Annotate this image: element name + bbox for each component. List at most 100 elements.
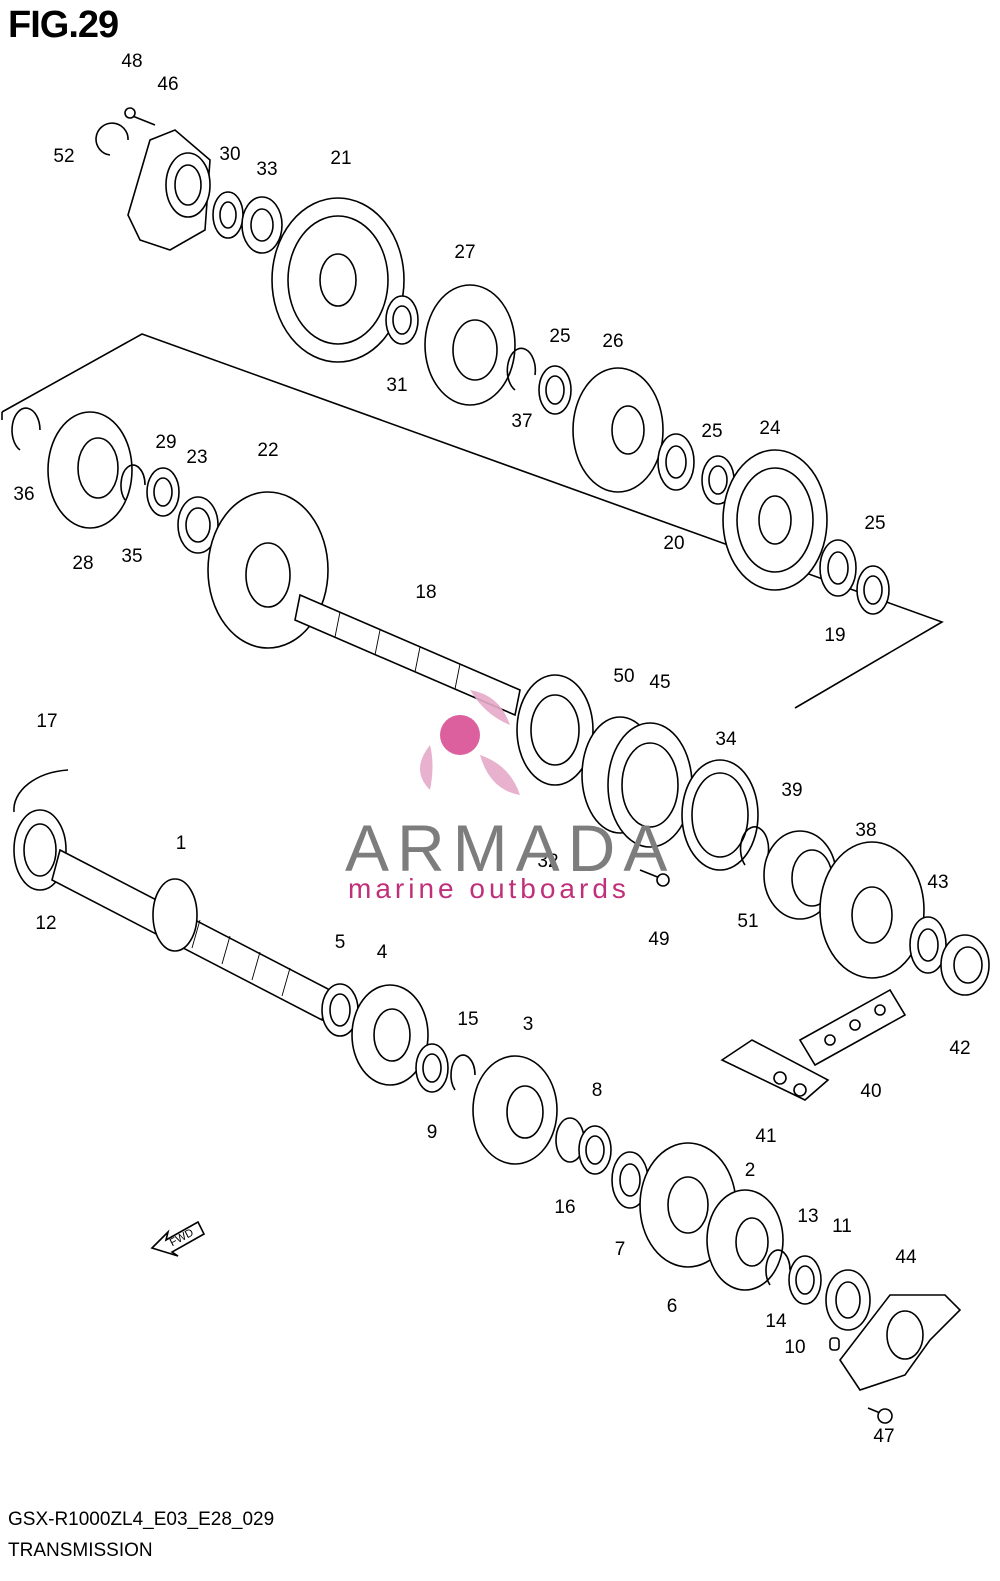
callout-23: 23 bbox=[186, 447, 207, 468]
sub-assembly-outline bbox=[1, 333, 944, 709]
callout-44: 44 bbox=[895, 1247, 917, 1268]
washer-25c bbox=[856, 565, 890, 615]
bearing-33 bbox=[241, 196, 283, 254]
callout-42: 42 bbox=[949, 1038, 970, 1059]
callout-9: 9 bbox=[427, 1122, 438, 1143]
callout-38: 38 bbox=[855, 820, 876, 841]
callout-46: 46 bbox=[157, 74, 178, 95]
armada-logo-icon bbox=[420, 690, 520, 795]
callout-28: 28 bbox=[72, 553, 93, 574]
washer-29 bbox=[146, 467, 180, 517]
callout-14: 14 bbox=[765, 1311, 787, 1332]
retainer-45 bbox=[607, 722, 693, 848]
bearing-20 bbox=[657, 433, 695, 491]
circlip-35 bbox=[120, 464, 146, 501]
callout-1: 1 bbox=[176, 833, 187, 854]
pin-10 bbox=[829, 1337, 840, 1351]
callout-29: 29 bbox=[155, 432, 176, 453]
gear-2 bbox=[706, 1189, 784, 1291]
circlip-37 bbox=[506, 347, 537, 391]
callout-52: 52 bbox=[53, 146, 74, 167]
callout-40: 40 bbox=[860, 1081, 881, 1102]
seal-12 bbox=[13, 809, 67, 891]
callout-36: 36 bbox=[13, 484, 34, 505]
countershaft-18 bbox=[294, 593, 521, 717]
oring-34 bbox=[681, 759, 759, 871]
screw-47 bbox=[867, 1407, 893, 1424]
washer-31 bbox=[385, 295, 419, 345]
callout-26: 26 bbox=[602, 331, 623, 352]
bearing-7 bbox=[611, 1151, 649, 1209]
callout-13: 13 bbox=[797, 1206, 818, 1227]
callout-33: 33 bbox=[256, 159, 277, 180]
gear-3 bbox=[472, 1055, 558, 1165]
callout-11: 11 bbox=[832, 1216, 852, 1237]
gear-4 bbox=[351, 984, 429, 1086]
washer-25b bbox=[701, 455, 735, 505]
washer-9 bbox=[415, 1043, 449, 1093]
circlip-15 bbox=[450, 1054, 476, 1091]
figure-title: TRANSMISSION bbox=[8, 1540, 153, 1561]
callout-8: 8 bbox=[592, 1080, 603, 1101]
callout-30: 30 bbox=[219, 144, 240, 165]
callout-34: 34 bbox=[715, 729, 737, 750]
callout-3: 3 bbox=[523, 1014, 534, 1035]
callout-49: 49 bbox=[648, 929, 669, 950]
callout-41: 41 bbox=[755, 1126, 776, 1147]
circlip-14 bbox=[765, 1249, 791, 1286]
callout-5: 5 bbox=[335, 932, 346, 953]
callout-4: 4 bbox=[377, 942, 388, 963]
callout-32: 32 bbox=[537, 851, 558, 872]
joint-41 bbox=[720, 1039, 830, 1101]
oring-51 bbox=[739, 826, 770, 866]
plate-44 bbox=[839, 1294, 962, 1391]
gear-27 bbox=[424, 284, 516, 406]
callout-19: 19 bbox=[824, 625, 845, 646]
callout-25: 25 bbox=[549, 326, 570, 347]
callout-2: 2 bbox=[745, 1160, 756, 1181]
sprocket-38 bbox=[819, 841, 925, 979]
driveshaft-1 bbox=[51, 848, 331, 1022]
callout-47: 47 bbox=[873, 1426, 894, 1447]
watermark-tagline: marine outboards bbox=[348, 873, 630, 904]
circlip-17 bbox=[13, 769, 69, 813]
gear-24 bbox=[722, 449, 828, 591]
callout-25: 25 bbox=[701, 421, 722, 442]
figure-label: FIG.29 bbox=[8, 4, 119, 46]
washer-30 bbox=[212, 191, 244, 239]
callout-31: 31 bbox=[386, 375, 407, 396]
callout-24: 24 bbox=[759, 418, 781, 439]
callout-18: 18 bbox=[415, 582, 436, 603]
bearing-11 bbox=[825, 1269, 871, 1331]
callout-7: 7 bbox=[615, 1239, 626, 1260]
watermark-brand: ARMADA bbox=[345, 811, 676, 885]
bushing-23 bbox=[177, 496, 219, 554]
callout-51: 51 bbox=[737, 911, 758, 932]
callout-10: 10 bbox=[784, 1337, 805, 1358]
forward-arrow-icon: FWD bbox=[150, 1220, 206, 1257]
washer-43 bbox=[909, 916, 947, 974]
gear-26 bbox=[572, 367, 664, 493]
callout-21: 21 bbox=[330, 148, 351, 169]
gear-28 bbox=[47, 411, 133, 529]
callout-48: 48 bbox=[121, 51, 142, 72]
washer-13 bbox=[788, 1255, 822, 1305]
callout-45: 45 bbox=[649, 672, 670, 693]
chain-40 bbox=[798, 988, 907, 1067]
callout-6: 6 bbox=[667, 1296, 678, 1317]
callout-16: 16 bbox=[554, 1197, 575, 1218]
spacer-39 bbox=[763, 830, 837, 920]
screw-49 bbox=[639, 869, 670, 887]
gear-21 bbox=[271, 197, 405, 363]
callout-17: 17 bbox=[36, 711, 57, 732]
callout-22: 22 bbox=[257, 440, 278, 461]
bearing-19 bbox=[819, 539, 857, 597]
nut-42 bbox=[940, 934, 990, 996]
callout-35: 35 bbox=[121, 546, 142, 567]
callout-43: 43 bbox=[927, 872, 948, 893]
bearing-32 bbox=[516, 674, 594, 786]
washer-25a bbox=[538, 365, 572, 415]
